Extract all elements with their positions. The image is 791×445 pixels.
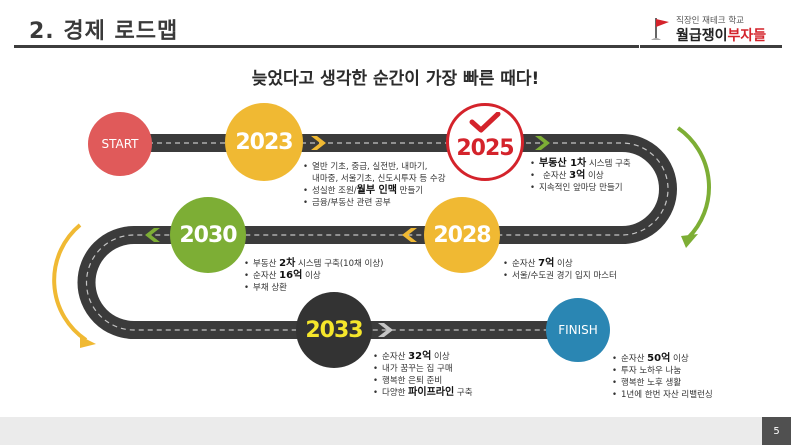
list-item: 순자산 7억 이상 [503, 258, 617, 270]
milestone-2028: 2028 [424, 197, 500, 273]
logo-subtitle: 직장인 재테크 학교 [676, 16, 744, 26]
milestone-2023-label: 2023 [235, 129, 293, 155]
list-item: 부동산 2차 시스템 구축(10채 이상) [244, 258, 383, 270]
chevron-left-icon [402, 228, 417, 242]
milestone-2023: 2023 [225, 103, 303, 181]
page-number: 5 [762, 417, 791, 445]
arrow-head-icon [681, 234, 698, 248]
chevron-right-icon [378, 323, 393, 337]
list-item: 부채 상환 [244, 282, 383, 294]
chevron-right-icon [311, 136, 326, 150]
list-item: 행복한 노후 생활 [612, 377, 713, 389]
list-item: 서울/수도권 경기 입지 마스터 [503, 270, 617, 282]
list-item: 순자산 3억 이상 [530, 170, 631, 182]
chevron-left-icon [145, 228, 160, 242]
list-item: 성실한 조원/월부 인맥 만들기 [303, 185, 446, 197]
list-item: 순자산 16억 이상 [244, 270, 383, 282]
list-item: 내가 꿈꾸는 집 구매 [373, 363, 473, 375]
logo-underline [640, 45, 782, 48]
motto: 늦었다고 생각한 순간이 가장 빠른 때다! [251, 69, 540, 89]
checkmark-icon [469, 112, 501, 133]
arrow-head-icon [80, 336, 96, 348]
milestone-2030-label: 2030 [179, 222, 237, 248]
list-item: 순자산 50억 이상 [612, 353, 713, 365]
footer-bar [0, 417, 791, 445]
list-item: 1년에 한번 자산 리밸런싱 [612, 389, 713, 401]
flag-icon [651, 18, 669, 40]
curved-arrow-left [52, 223, 88, 342]
bullets-2023: 열반 기초, 중급, 실전반, 내마기,내마중, 서울기초, 신도시투자 등 수… [303, 161, 446, 209]
bullets-2028: 순자산 7억 이상 서울/수도권 경기 입지 마스터 [503, 258, 617, 282]
milestone-finish-label: FINISH [558, 323, 598, 337]
milestone-start-label: START [101, 137, 139, 151]
curved-arrow-right [676, 126, 711, 240]
milestone-2033-label: 2033 [305, 317, 363, 343]
bullets-finish: 순자산 50억 이상 투자 노하우 나눔 행복한 노후 생활 1년에 한번 자산… [612, 353, 713, 401]
milestone-2028-label: 2028 [433, 222, 491, 248]
milestone-2025: 2025 [446, 103, 524, 181]
list-item: 순자산 32억 이상 [373, 351, 473, 363]
logo-text-a: 월급쟁이 [676, 28, 728, 44]
chevron-right-icon [535, 136, 550, 150]
milestone-start: START [88, 112, 152, 176]
roadmap-road [52, 126, 711, 348]
bullets-2033: 순자산 32억 이상 내가 꿈꾸는 집 구매 행복한 은퇴 준비 다양한 파이프… [373, 351, 473, 399]
milestone-2030: 2030 [170, 197, 246, 273]
logo-text-b: 부자들 [727, 28, 767, 44]
list-item: 열반 기초, 중급, 실전반, 내마기,내마중, 서울기초, 신도시투자 등 수… [303, 161, 446, 185]
bullets-2030: 부동산 2차 시스템 구축(10채 이상) 순자산 16억 이상 부채 상환 [244, 258, 383, 294]
milestone-finish: FINISH [546, 298, 610, 362]
list-item: 다양한 파이프라인 구축 [373, 387, 473, 399]
road-centerline [85, 142, 669, 331]
page-title: 2. 경제 로드맵 [29, 19, 179, 44]
list-item: 부동산 1차 시스템 구축 [530, 158, 631, 170]
logo: 월급쟁이부자들 [676, 25, 766, 45]
bullets-2025: 부동산 1차 시스템 구축 순자산 3억 이상 지속적인 앞마당 만들기 [530, 158, 631, 194]
list-item: 행복한 은퇴 준비 [373, 375, 473, 387]
milestone-2025-label: 2025 [456, 135, 514, 161]
list-item: 지속적인 앞마당 만들기 [530, 182, 631, 194]
milestone-2033: 2033 [296, 292, 372, 368]
list-item: 투자 노하우 나눔 [612, 365, 713, 377]
list-item: 금융/부동산 관련 공부 [303, 197, 446, 209]
title-underline [14, 45, 639, 48]
